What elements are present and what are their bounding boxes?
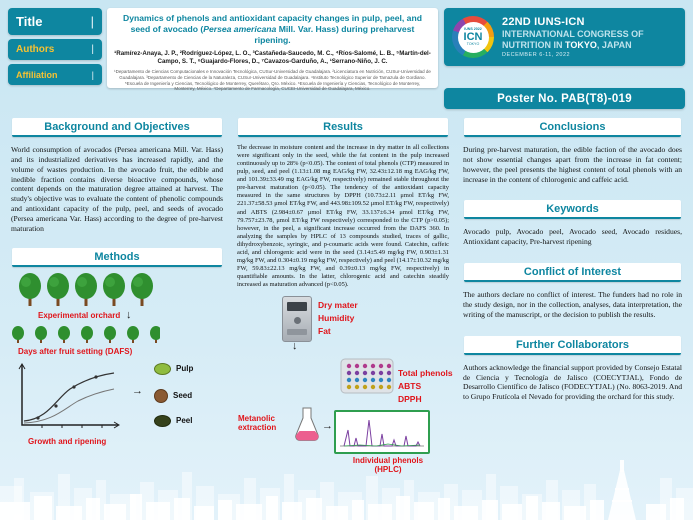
right-column: Conclusions During pre-harvest maturatio… (460, 118, 685, 418)
divider-pipe: | (90, 14, 94, 29)
analyzer-button (294, 317, 301, 325)
section-heading-methods: Methods (12, 247, 222, 267)
section-heading-background: Background and Objectives (12, 118, 222, 137)
growth-curve-chart (18, 362, 120, 429)
methods-figure: Experimental orchard ↓ Days after fruit … (8, 271, 226, 453)
assay-labels: Total phenols ABTS DPPH (398, 368, 453, 404)
authors-line: ¹Ramírez-Anaya, J. P., ²Rodríguez-López,… (114, 49, 431, 65)
pulp-icon (154, 362, 171, 375)
divider-pipe: | (91, 69, 94, 80)
total-phenols-label: Total phenols (398, 368, 453, 379)
dafs-label: Days after fruit setting (DAFS) (18, 346, 133, 356)
seed-icon (154, 388, 168, 403)
affiliation-line: ¹Departamento de Ciencias Computacionale… (114, 68, 431, 92)
icn-2022-logo-icon: IUNS 2022 ICN TOKYO (452, 16, 494, 58)
middle-column: Results The decrease in moisture content… (234, 118, 453, 478)
section-heading-collaborators: Further Collaborators (464, 335, 681, 355)
left-column: Background and Objectives World consumpt… (8, 118, 226, 453)
results-body: The decrease in moisture content and the… (237, 144, 449, 289)
icn-logo-center: IUNS 2022 ICN TOKYO (457, 21, 489, 53)
chromatogram-image (334, 410, 430, 455)
dpph-label: DPPH (398, 394, 422, 405)
divider-pipe: | (91, 44, 94, 55)
analyzer-screen (287, 302, 307, 312)
section-heading-keywords: Keywords (464, 200, 681, 220)
peel-icon (154, 414, 171, 427)
title-species-italic: Persea americana (203, 24, 277, 35)
arrow-right-icon: → (322, 420, 333, 433)
pulp-item: Pulp (154, 362, 194, 375)
background-body: World consumption of avocados (Persea am… (11, 145, 223, 233)
logo-main-text: ICN (463, 30, 483, 43)
abts-label: ABTS (398, 381, 422, 392)
growth-label: Growth and ripening (28, 436, 107, 446)
conclusions-body: During pre-harvest maturation, the edibl… (463, 145, 682, 184)
congress-line3-pre: NUTRITION IN (502, 40, 565, 50)
orchard-label: Experimental orchard (38, 310, 121, 320)
humidity-label: Humidity (318, 313, 355, 324)
arrow-right-icon: → (132, 384, 143, 397)
arrow-down-icon: ↓ (292, 340, 298, 353)
title-label-box: Title | (8, 8, 102, 35)
poster-number-badge: Poster No. PAB(T8)-019 (444, 88, 685, 109)
congress-line3: NUTRITION IN TOKYO, JAPAN (502, 40, 644, 50)
arrow-down-icon: ↓ (126, 308, 132, 321)
logo-top-text: IUNS 2022 (464, 26, 482, 31)
congress-line3-post: , JAPAN (596, 40, 632, 50)
affiliation-label-box: Affiliation | (8, 64, 102, 85)
analyzer-slot (287, 329, 307, 336)
peel-item: Peel (154, 414, 193, 427)
flask-icon (295, 407, 319, 442)
pulp-label: Pulp (176, 364, 194, 374)
microplate-image (340, 358, 394, 394)
logo-bottom-text: TOKYO (466, 41, 480, 46)
young-trees-row-image (12, 325, 160, 343)
methanolic-extraction-label: Metanolic extraction (238, 414, 277, 433)
dry-matter-labels: Dry mater Humidity Fat (318, 300, 358, 336)
conflict-body: The authors declare no conflict of inter… (463, 290, 682, 319)
poster-title: Dynamics of phenols and antioxidant capa… (114, 13, 431, 47)
congress-date: DECEMBER 6-11, 2022 (502, 52, 571, 58)
section-heading-conflict: Conflict of Interest (464, 263, 681, 283)
congress-line2: INTERNATIONAL CONGRESS OF (502, 29, 644, 39)
section-heading-results: Results (238, 118, 448, 137)
tokyo-skyline-silhouette (0, 460, 693, 520)
keywords-body: Avocado pulp, Avocado peel, Avocado seed… (463, 227, 682, 247)
title-part1: Dynamics of phenols and antioxidant capa… (123, 13, 422, 35)
header-label-column: Title | Authors | Affiliation | (8, 8, 102, 89)
peel-label: Peel (176, 416, 193, 426)
congress-banner: IUNS 2022 ICN TOKYO 22ND IUNS-ICN INTERN… (444, 8, 685, 66)
results-figure: ↓ Dry mater Humidity Fat Total phenols A… (234, 294, 453, 478)
hplc-label: Individual phenols (HPLC) (352, 456, 424, 475)
collaborators-body: Authors acknowledge the financial suppor… (463, 362, 682, 402)
fat-label: Fat (318, 326, 331, 337)
dry-matter-label: Dry mater (318, 300, 358, 311)
title-part2: Mill. Var. Hass) during preharvest ripen… (254, 24, 415, 46)
authors-label: Authors (16, 44, 55, 55)
seed-label: Seed (173, 391, 193, 401)
orchard-trees-image (19, 272, 153, 306)
section-heading-conclusions: Conclusions (464, 118, 681, 137)
authors-label-box: Authors | (8, 39, 102, 60)
title-card: Dynamics of phenols and antioxidant capa… (107, 8, 438, 91)
title-label: Title (16, 14, 43, 29)
seed-item: Seed (154, 388, 193, 403)
congress-text: 22ND IUNS-ICN INTERNATIONAL CONGRESS OF … (502, 16, 644, 58)
affiliation-label: Affiliation (16, 69, 58, 80)
congress-line3-tokyo: TOKYO (565, 40, 597, 50)
moisture-analyzer-image (282, 296, 312, 343)
congress-line1: 22ND IUNS-ICN (502, 16, 585, 28)
